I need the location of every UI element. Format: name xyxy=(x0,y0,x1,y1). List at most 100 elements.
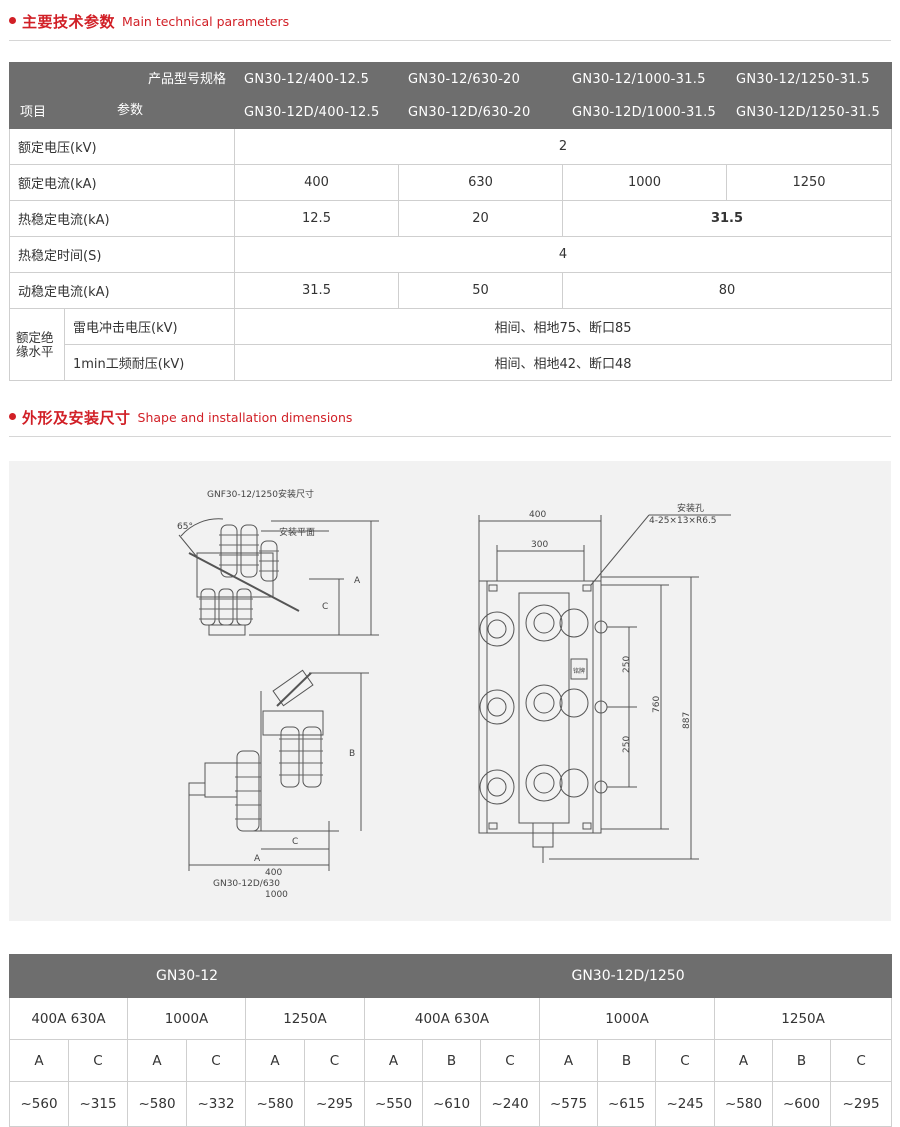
leader-line xyxy=(590,514,650,586)
section-header-dimensions: 外形及安装尺寸 Shape and installation dimension… xyxy=(9,398,891,437)
dim-C-label: C xyxy=(322,602,328,612)
row-label: 1min工频耐压(kV) xyxy=(64,344,235,381)
model-cell: GN30-12/400-12.5 xyxy=(234,62,399,96)
insulation-group-label: 额定绝缘水平 xyxy=(9,308,65,381)
row-value: 400 xyxy=(234,164,399,201)
current-cell: 400A 630A xyxy=(9,997,128,1040)
insulator-disc xyxy=(525,604,563,642)
operating-rod xyxy=(188,552,300,612)
value-cell: ~610 xyxy=(422,1081,482,1127)
model-cell: GN30-12/630-20 xyxy=(398,62,563,96)
letter-cell: C xyxy=(186,1039,246,1082)
value-cell: ~580 xyxy=(127,1081,187,1127)
insulator-lower-3 xyxy=(236,588,252,626)
mount-hole xyxy=(488,584,498,592)
bottom-400-label: 400 xyxy=(265,868,282,878)
drawing-svg: GNF30-12/1250安装尺寸 65° 安装平面 xyxy=(177,488,731,900)
value-cell: ~580 xyxy=(714,1081,774,1127)
header-corner-cell: 产品型号规格 项目 参数 xyxy=(9,62,235,129)
shaft xyxy=(532,822,554,848)
model-cell: GN30-12D/400-12.5 xyxy=(234,95,399,129)
angle-line xyxy=(178,534,198,558)
model-cell: GN30-12/1000-31.5 xyxy=(562,62,727,96)
value-cell: ~615 xyxy=(597,1081,657,1127)
insulator-disc xyxy=(479,611,515,647)
side-view-upper: GNF30-12/1250安装尺寸 65° 安装平面 xyxy=(177,488,379,636)
dim-A-label-lower: A xyxy=(254,854,261,864)
insulator-lower-1 xyxy=(200,588,216,626)
letter-cell: A xyxy=(714,1039,774,1082)
letter-cell: C xyxy=(480,1039,541,1082)
row-value: 20 xyxy=(398,200,563,237)
insulator-core xyxy=(533,612,555,634)
value-cell: ~600 xyxy=(772,1081,832,1127)
side-block xyxy=(204,762,238,798)
letter-cell: A xyxy=(127,1039,187,1082)
row-value: 4 xyxy=(234,236,892,273)
letter-cell: B xyxy=(597,1039,657,1082)
dim-250b-label: 250 xyxy=(622,736,632,753)
row-value: 31.5 xyxy=(562,200,892,237)
row-label: 雷电冲击电压(kV) xyxy=(64,308,235,345)
model-cell: GN30-12D/630-20 xyxy=(398,95,563,129)
header-row-1: 产品型号规格 项目 参数 GN30-12/400-12.5 GN30-12/63… xyxy=(9,62,892,129)
dim-760-label: 760 xyxy=(652,696,662,713)
letter-cell: B xyxy=(422,1039,482,1082)
letter-cell: A xyxy=(539,1039,599,1082)
row-value: 630 xyxy=(398,164,563,201)
side-terminal xyxy=(188,782,206,796)
insulator-ribs-vertical xyxy=(279,738,323,776)
contact-disc xyxy=(559,768,589,798)
insulator-ribs-left xyxy=(235,762,261,820)
dim-300-label: 300 xyxy=(531,540,548,550)
table-row-thermal-current: 热稳定电流(kA) 12.5 20 31.5 xyxy=(9,200,892,237)
current-cell: 1000A xyxy=(127,997,246,1040)
insulator-ribs xyxy=(219,534,279,572)
installation-drawing: GNF30-12/1250安装尺寸 65° 安装平面 xyxy=(9,461,891,921)
insulator-core xyxy=(487,619,507,639)
value-cell: ~550 xyxy=(364,1081,424,1127)
insulator-vertical-1 xyxy=(280,726,300,788)
insulator-core xyxy=(533,692,555,714)
bottom-1000-label: 1000 xyxy=(265,890,288,900)
dim-250a-label: 250 xyxy=(622,656,632,673)
nameplate-text: 铭牌 xyxy=(573,667,585,675)
table-row-rated-current: 额定电流(kA) 400 630 1000 1250 xyxy=(9,164,892,201)
row-label: 额定电压(kV) xyxy=(9,128,235,165)
angle-label: 65° xyxy=(177,522,193,532)
insulator-ribs-lower xyxy=(199,598,253,620)
group-header: GN30-12D/1250 xyxy=(364,954,893,998)
table-row-rated-voltage: 额定电压(kV) 2 xyxy=(9,128,892,165)
insulator-core xyxy=(533,772,555,794)
front-view: 400 300 安装孔 4-25×13×R6.5 xyxy=(478,502,731,863)
value-cell: ~575 xyxy=(539,1081,599,1127)
section-title-en: Main technical parameters xyxy=(122,13,290,29)
row-value: 相间、相地75、断口85 xyxy=(234,308,892,345)
letter-cell: A xyxy=(245,1039,305,1082)
phase-1 xyxy=(479,604,608,647)
letter-cell: A xyxy=(9,1039,69,1082)
header-row-2: GN30-12D/400-12.5 GN30-12D/630-20 GN30-1… xyxy=(10,95,892,129)
row-value: 1000 xyxy=(562,164,727,201)
row-value: 相间、相地42、断口48 xyxy=(234,344,892,381)
bullet-icon xyxy=(9,412,16,420)
section-header-parameters: 主要技术参数 Main technical parameters xyxy=(9,2,891,41)
model-spec-label: 产品型号规格 xyxy=(147,72,226,87)
letter-cell: B xyxy=(772,1039,832,1082)
value-cell: ~332 xyxy=(186,1081,246,1127)
row-label: 热稳定时间(S) xyxy=(9,236,235,273)
table-row-dynamic-current: 动稳定电流(kA) 31.5 50 80 xyxy=(9,272,892,309)
value-row: ~560 ~315 ~580 ~332 ~580 ~295 ~550 ~610 … xyxy=(9,1081,893,1127)
angle-arc xyxy=(180,518,224,537)
row-value: 80 xyxy=(562,272,892,309)
phase-3 xyxy=(479,764,608,805)
dim-A-label: A xyxy=(354,576,361,586)
dim-C-label-lower: C xyxy=(292,837,298,847)
row-label: 动稳定电流(kA) xyxy=(9,272,235,309)
table-row-thermal-time: 热稳定时间(S) 4 xyxy=(9,236,892,273)
bottom-model-label: GN30-12D/630 xyxy=(213,879,280,889)
side-view-lower: B C A 400 GN30-12D/630 1000 xyxy=(188,669,369,900)
current-cell: 400A 630A xyxy=(364,997,541,1040)
base-frame xyxy=(478,580,602,834)
contact-disc xyxy=(559,688,589,718)
